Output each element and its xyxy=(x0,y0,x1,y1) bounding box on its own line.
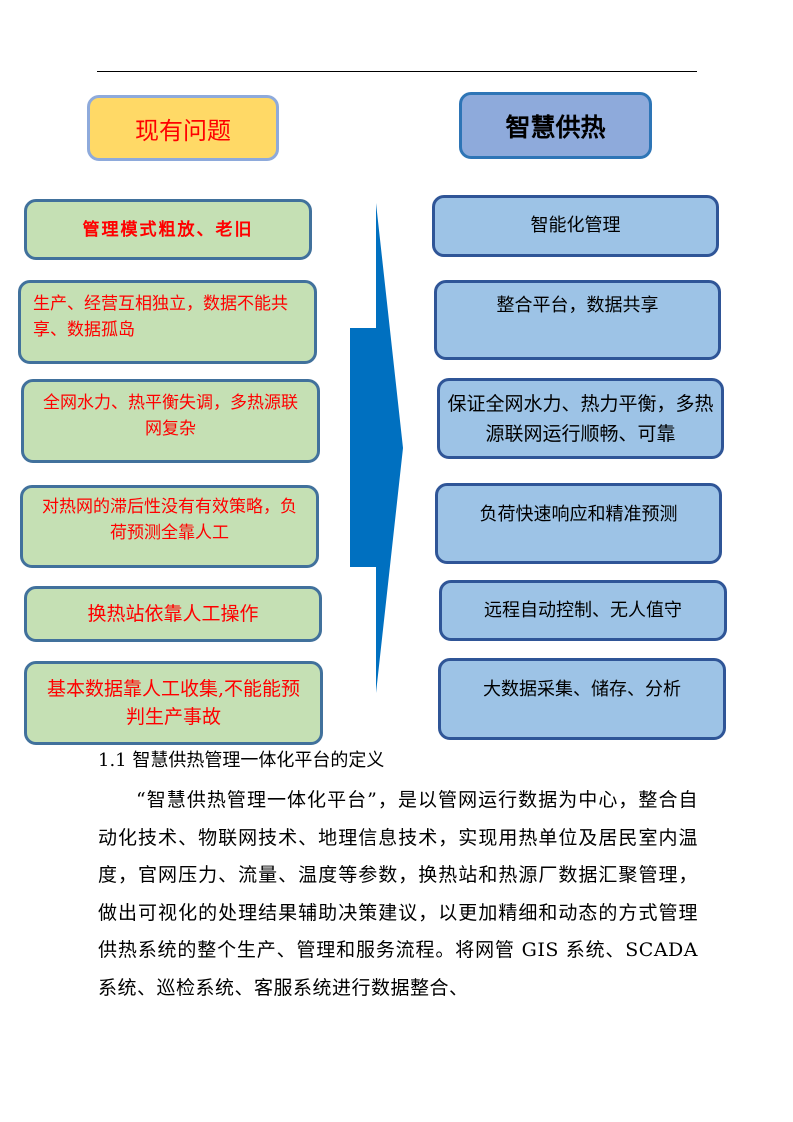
definition-paragraph: “智慧供热管理一体化平台”，是以管网运行数据为中心，整合自动化技术、物联网技术、… xyxy=(98,789,698,999)
problem-text: 全网水力、热平衡失调，多热源联网复杂 xyxy=(43,393,298,439)
solution-box-2: 整合平台，数据共享 xyxy=(434,280,721,360)
problem-box-2: 生产、经营互相独立，数据不能共享、数据孤岛 xyxy=(18,280,317,364)
document-body: 1.1 智慧供热管理一体化平台的定义 “智慧供热管理一体化平台”，是以管网运行数… xyxy=(98,746,698,1007)
problem-text: 对热网的滞后性没有有效策略，负荷预测全靠人工 xyxy=(42,497,297,543)
header-rule xyxy=(97,71,697,72)
problem-text: 基本数据靠人工收集,不能能预判生产事故 xyxy=(46,678,301,728)
problem-text: 管理模式粗放、老旧 xyxy=(82,219,254,240)
solution-text: 大数据采集、储存、分析 xyxy=(483,679,681,700)
problem-box-3: 全网水力、热平衡失调，多热源联网复杂 xyxy=(21,379,320,463)
solution-text: 远程自动控制、无人值守 xyxy=(484,599,682,621)
solution-box-5: 远程自动控制、无人值守 xyxy=(439,580,727,641)
problem-text: 换热站依靠人工操作 xyxy=(87,603,259,625)
right-arrow-icon xyxy=(350,203,403,693)
smart-heating-title: 智慧供热 xyxy=(505,112,606,142)
solution-box-4: 负荷快速响应和精准预测 xyxy=(435,483,722,564)
solution-box-6: 大数据采集、储存、分析 xyxy=(438,658,726,740)
solution-text: 负荷快速响应和精准预测 xyxy=(479,504,678,525)
solution-box-3: 保证全网水力、热力平衡，多热源联网运行顺畅、可靠 xyxy=(437,378,724,459)
solution-text: 保证全网水力、热力平衡，多热源联网运行顺畅、可靠 xyxy=(447,392,714,445)
solution-text: 整合平台，数据共享 xyxy=(496,295,659,316)
smart-heating-header: 智慧供热 xyxy=(459,92,652,159)
section-heading: 1.1 智慧供热管理一体化平台的定义 xyxy=(98,750,385,771)
solution-box-1: 智能化管理 xyxy=(432,195,719,257)
problem-text: 生产、经营互相独立，数据不能共享、数据孤岛 xyxy=(33,294,288,340)
problem-box-5: 换热站依靠人工操作 xyxy=(24,586,322,642)
current-problems-title: 现有问题 xyxy=(135,116,231,145)
problem-box-6: 基本数据靠人工收集,不能能预判生产事故 xyxy=(24,661,323,745)
solution-text: 智能化管理 xyxy=(530,215,621,236)
current-problems-header: 现有问题 xyxy=(87,95,279,161)
problem-box-1: 管理模式粗放、老旧 xyxy=(24,199,312,260)
problem-box-4: 对热网的滞后性没有有效策略，负荷预测全靠人工 xyxy=(20,485,319,568)
